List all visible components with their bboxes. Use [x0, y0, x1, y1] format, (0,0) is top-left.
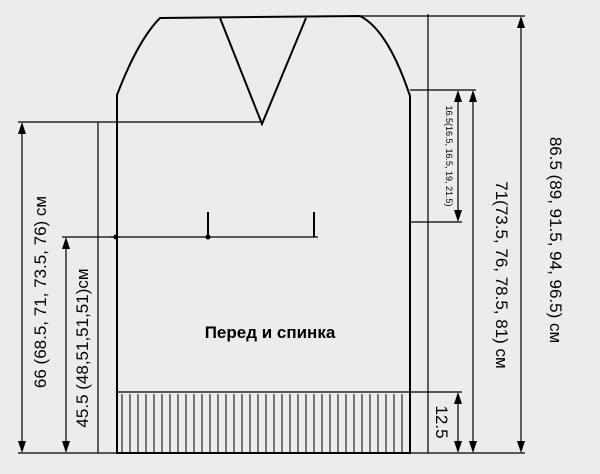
- left-outer-arrow-bottom: [18, 441, 26, 453]
- left-outer-arrow-top: [18, 122, 26, 134]
- armhole-depth-label: 16.5(16.5, 16.5, 19, 21.5): [444, 105, 454, 206]
- ribbing-stripes: [121, 394, 403, 452]
- shoulder-length-arrow-top: [469, 90, 477, 102]
- rib-arrow-top: [454, 392, 462, 404]
- shoulder-length-label: 71(73.5, 76, 78.5, 81) см: [492, 181, 511, 368]
- ribbing-height-label: 12.5: [432, 405, 451, 438]
- armhole-arrow-top: [454, 90, 462, 102]
- diagram-title: Перед и спинка: [205, 323, 336, 342]
- total-length-arrow-top: [517, 16, 525, 28]
- armhole-arrow-bottom: [454, 210, 462, 222]
- left-inner-arrow-bottom: [62, 441, 70, 453]
- total-length-label: 86.5 (89, 91.5, 94, 96.5) см: [546, 137, 565, 343]
- shoulder-length-arrow-bottom: [469, 441, 477, 453]
- v-neck-line: [219, 17, 307, 127]
- body-outline: [116, 14, 411, 454]
- pocket-dot-mid: [205, 234, 211, 240]
- rib-arrow-bottom: [454, 441, 462, 453]
- left-inner-label: 45.5 (48,51,51,51)см: [73, 268, 92, 427]
- left-inner-arrow-top: [62, 237, 70, 249]
- left-outer-label: 66 (68.5, 71, 73.5, 76) см: [31, 196, 50, 388]
- total-length-arrow-bottom: [517, 441, 525, 453]
